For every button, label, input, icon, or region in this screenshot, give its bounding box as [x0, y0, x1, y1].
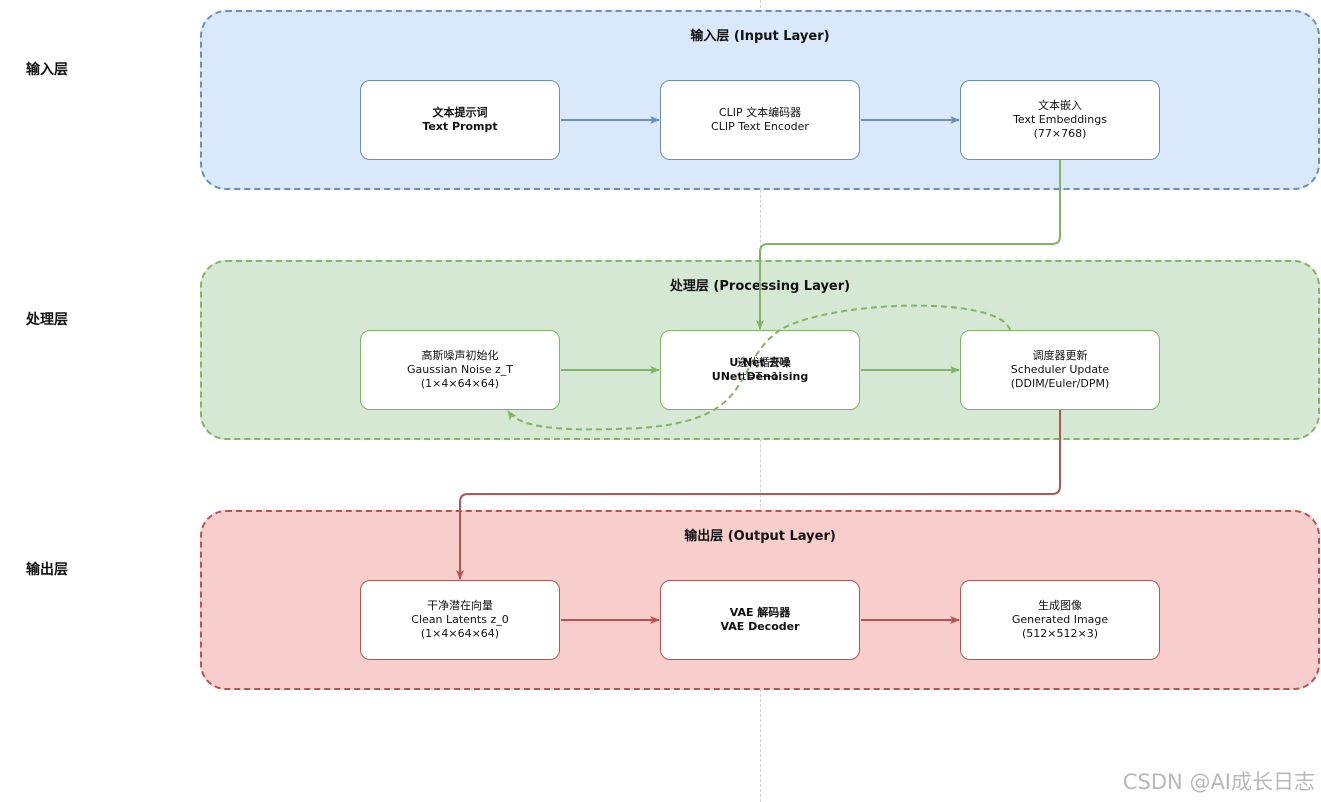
generated-image-node[interactable]: 生成图像 Generated Image (512×512×3) [960, 580, 1160, 660]
text-embeddings-label-cn: 文本嵌入 [1038, 99, 1082, 112]
text-embeddings-label-en: Text Embeddings [1013, 113, 1107, 126]
loop-edge-label: 迭代循环 [737, 356, 781, 369]
vae-decoder-label-cn: VAE 解码器 [729, 606, 791, 619]
vae-decoder-node[interactable]: VAE 解码器 VAE Decoder [660, 580, 860, 660]
scheduler-update-node[interactable]: 调度器更新 Scheduler Update (DDIM/Euler/DPM) [960, 330, 1160, 410]
clip-encoder-node[interactable]: CLIP 文本编码器 CLIP Text Encoder [660, 80, 860, 160]
gaussian-noise-label-cn: 高斯噪声初始化 [421, 349, 499, 362]
text-embeddings-shape: (77×768) [1033, 127, 1087, 140]
vae-decoder-label-en: VAE Decoder [720, 620, 800, 633]
generated-image-label-en: Generated Image [1011, 613, 1109, 626]
text-prompt-label-en: Text Prompt [422, 120, 498, 133]
text-prompt-node[interactable]: 文本提示词 Text Prompt [360, 80, 560, 160]
processing-layer-title: 处理层 (Processing Layer) [669, 279, 851, 294]
clean-latents-label-cn: 干净潜在向量 [427, 599, 493, 612]
side-label-processing: 处理层 [26, 312, 68, 328]
side-label-input: 输入层 [26, 62, 68, 78]
loop-edge-steps: t=T→1 [742, 370, 779, 383]
clip-encoder-label-en: CLIP Text Encoder [711, 120, 809, 133]
clean-latents-shape: (1×4×64×64) [420, 627, 500, 640]
csdn-watermark: CSDN @AI成长日志 [1122, 770, 1315, 794]
clip-encoder-label-cn: CLIP 文本编码器 [718, 106, 802, 119]
clean-latents-node[interactable]: 干净潜在向量 Clean Latents z_0 (1×4×64×64) [360, 580, 560, 660]
gaussian-noise-shape: (1×4×64×64) [420, 377, 500, 390]
scheduler-options: (DDIM/Euler/DPM) [1010, 377, 1110, 390]
gaussian-noise-label-en: Gaussian Noise z_T [407, 363, 513, 376]
generated-image-shape: (512×512×3) [1021, 627, 1098, 640]
scheduler-label-en: Scheduler Update [1010, 363, 1110, 376]
scheduler-label-cn: 调度器更新 [1032, 349, 1088, 362]
input-layer-title: 输入层 (Input Layer) [690, 29, 830, 44]
side-label-output: 输出层 [26, 562, 68, 578]
gaussian-noise-node[interactable]: 高斯噪声初始化 Gaussian Noise z_T (1×4×64×64) [360, 330, 560, 410]
generated-image-label-cn: 生成图像 [1038, 599, 1082, 612]
text-prompt-label-cn: 文本提示词 [432, 106, 488, 119]
output-layer-title: 输出层 (Output Layer) [684, 529, 836, 544]
text-embeddings-node[interactable]: 文本嵌入 Text Embeddings (77×768) [960, 80, 1160, 160]
clean-latents-label-en: Clean Latents z_0 [411, 613, 509, 626]
